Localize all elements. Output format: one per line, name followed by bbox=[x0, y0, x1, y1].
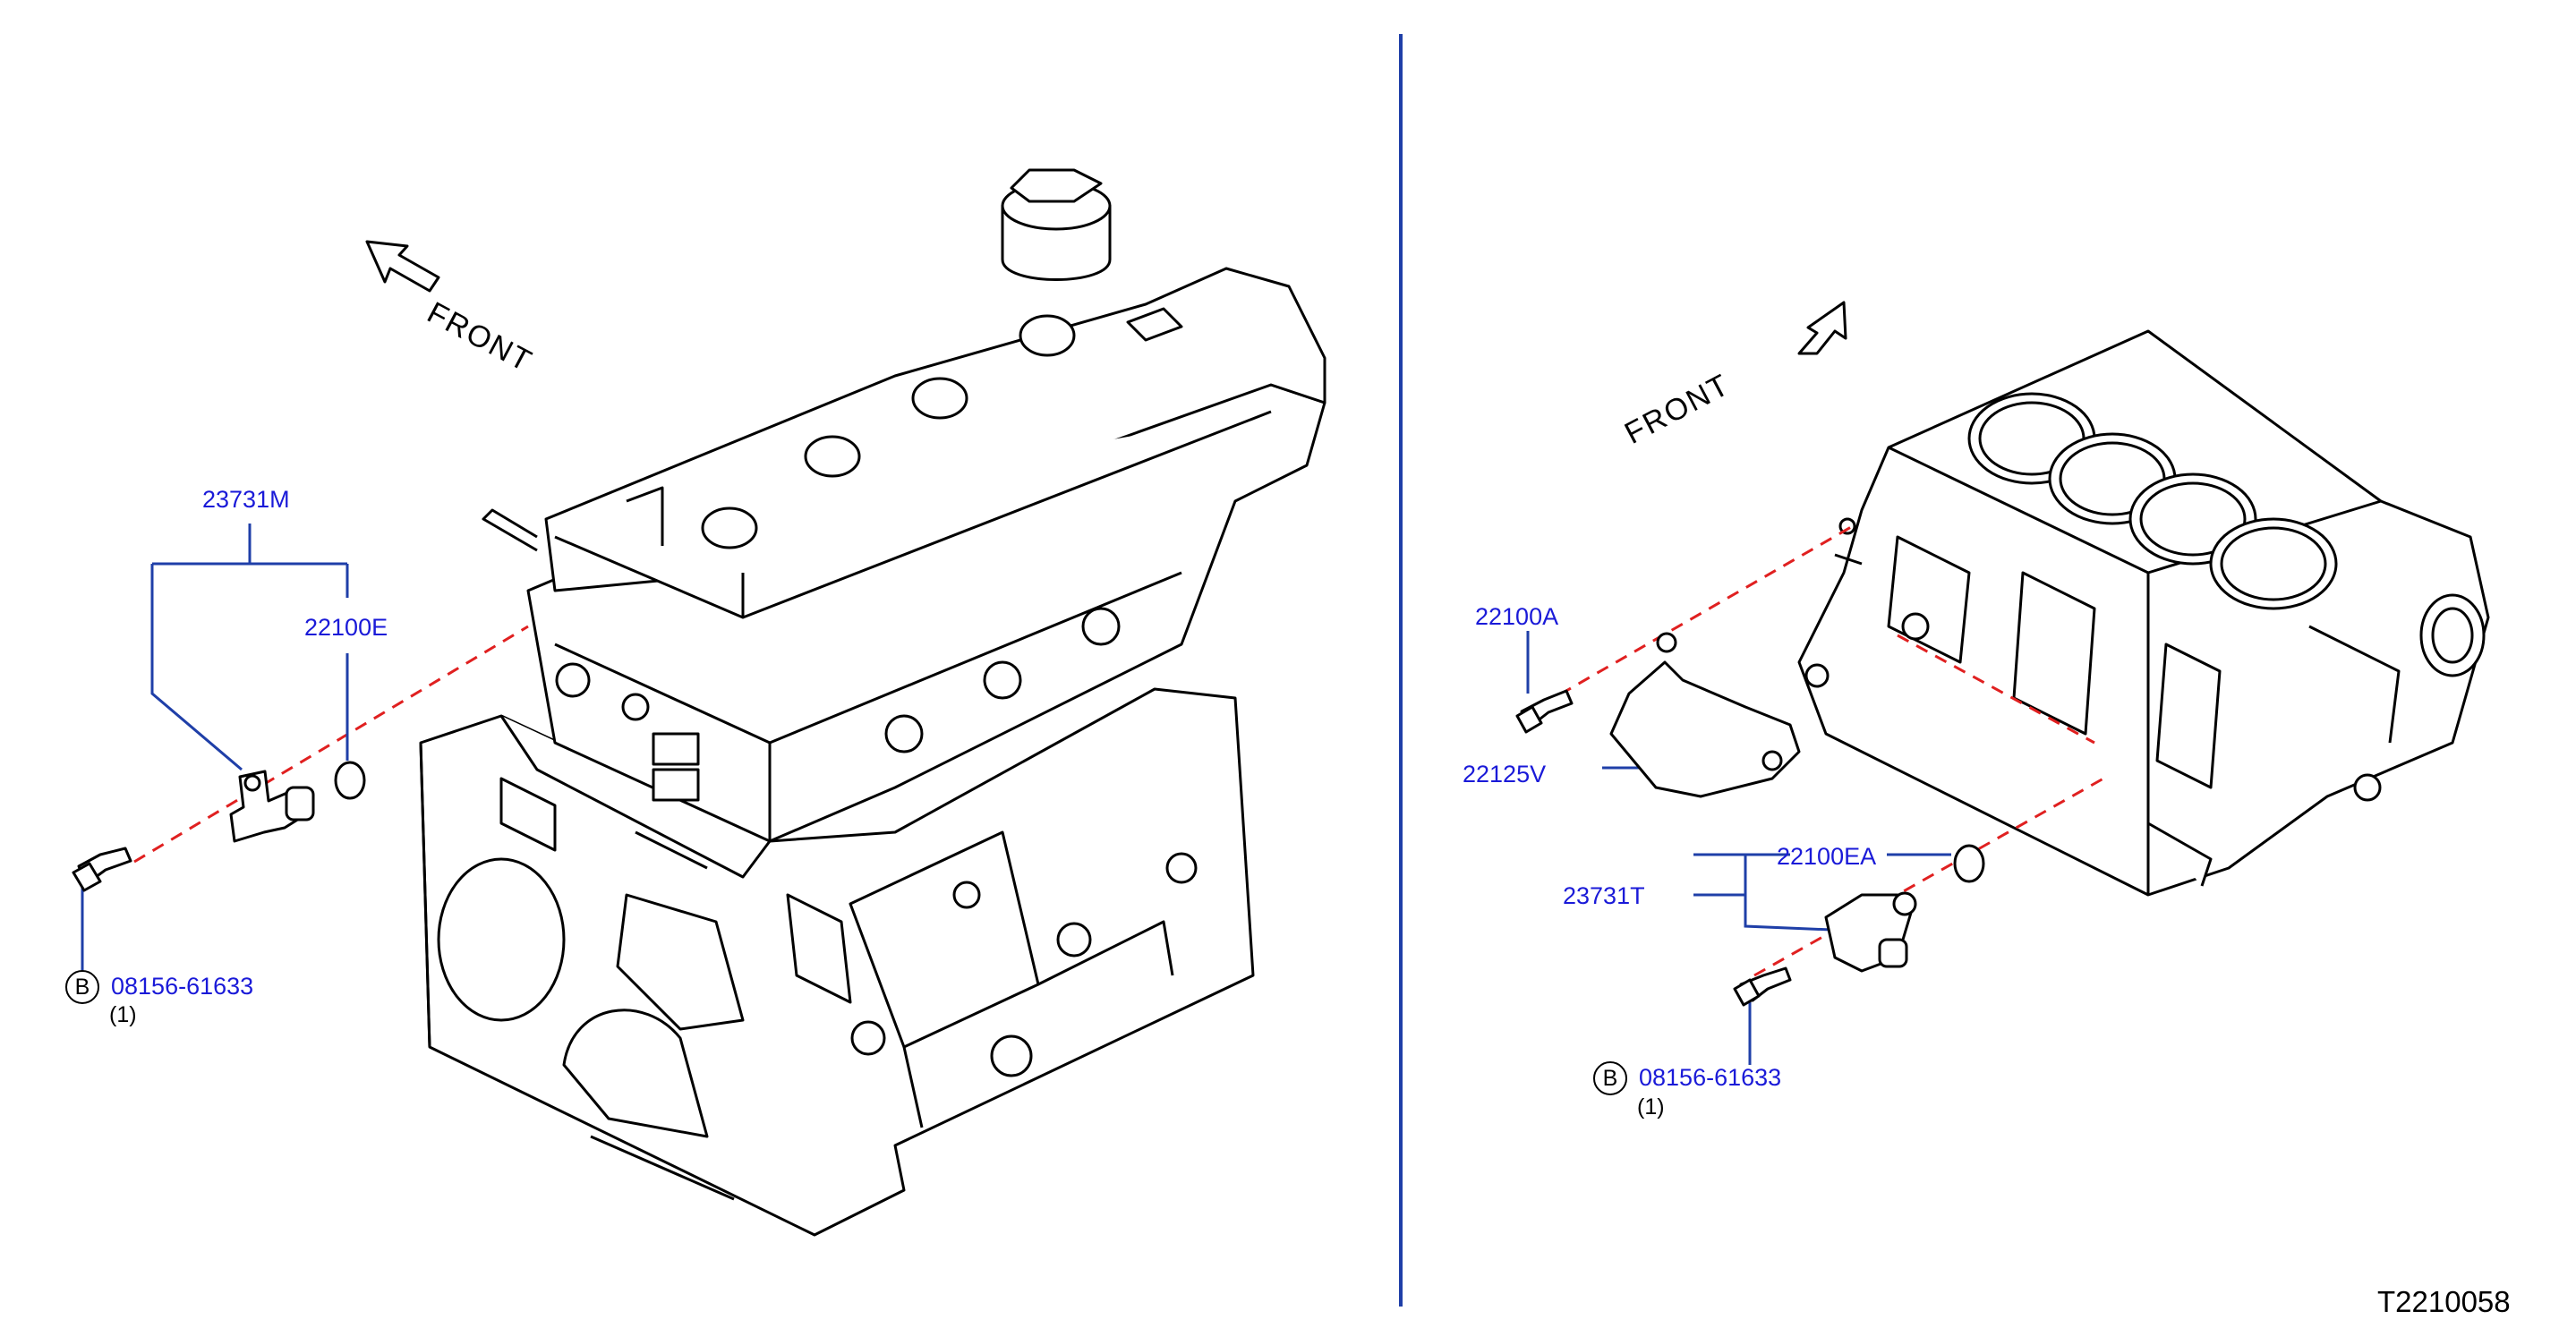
part-label-22100E[interactable]: 22100E bbox=[304, 614, 388, 641]
bolt-left bbox=[72, 847, 132, 892]
left-alignment-guide bbox=[133, 625, 529, 864]
right-leader-lines bbox=[1526, 631, 1951, 1065]
right-alignment-guides bbox=[1540, 522, 2104, 977]
part-label-22100EA[interactable]: 22100EA bbox=[1777, 843, 1877, 870]
part-label-bolt-left[interactable]: 08156-61633 bbox=[111, 973, 254, 1000]
part-label-23731M[interactable]: 23731M bbox=[202, 486, 290, 513]
camshaft-sensor-right bbox=[1824, 891, 1917, 973]
bracket-right bbox=[1609, 632, 1801, 798]
figure-code: T2210058 bbox=[2377, 1285, 2511, 1318]
bolt-badge-right: B bbox=[1593, 1061, 1627, 1095]
cylinder-block-drawing bbox=[1797, 329, 2490, 897]
quantity-right: (1) bbox=[1637, 1094, 1665, 1119]
part-label-22100A[interactable]: 22100A bbox=[1475, 603, 1559, 630]
bolt-small-right bbox=[1515, 689, 1574, 734]
part-label-22125V[interactable]: 22125V bbox=[1463, 761, 1547, 787]
bolt-right bbox=[1733, 966, 1792, 1007]
camshaft-sensor-left bbox=[229, 770, 315, 843]
quantity-left: (1) bbox=[109, 1002, 137, 1027]
o-ring-left bbox=[334, 761, 366, 800]
engine-assembly-drawing bbox=[419, 168, 1326, 1237]
o-ring-right bbox=[1953, 844, 1985, 883]
front-direction-arrow-left bbox=[365, 240, 440, 293]
part-label-bolt-right[interactable]: 08156-61633 bbox=[1639, 1064, 1782, 1091]
bolt-badge-left: B bbox=[65, 970, 99, 1004]
front-direction-arrow-right bbox=[1797, 301, 1847, 355]
part-label-23731T[interactable]: 23731T bbox=[1563, 882, 1645, 909]
left-leader-lines bbox=[81, 524, 349, 971]
